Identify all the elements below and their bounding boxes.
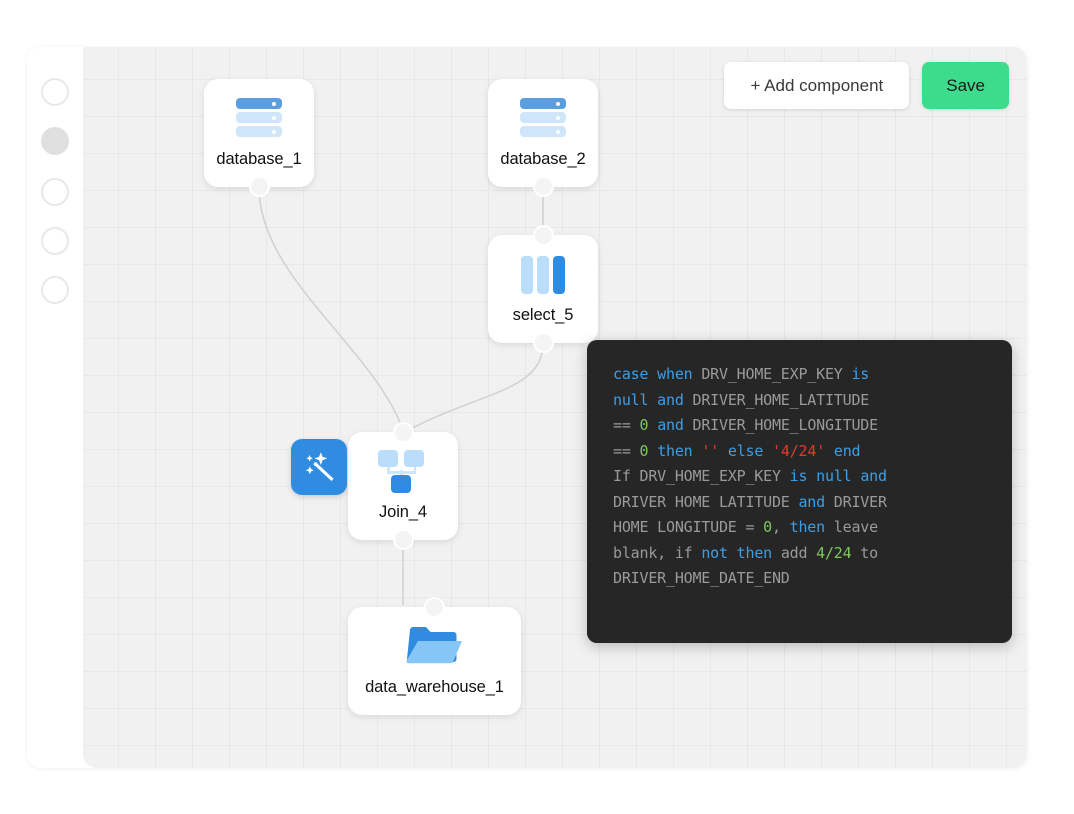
step-indicator-1[interactable] xyxy=(41,78,69,106)
node-input-port[interactable] xyxy=(392,422,414,443)
code-line: DRIVER_HOME_DATE_END xyxy=(613,569,790,587)
node-output-port[interactable] xyxy=(532,176,554,197)
code-line: HOME LONGITUDE = 0, then leave xyxy=(613,518,878,536)
code-content: case when DRV_HOME_EXP_KEY is null and DR… xyxy=(613,362,988,592)
code-tooltip: case when DRV_HOME_EXP_KEY is null and DR… xyxy=(587,340,1012,643)
code-line: blank, if not then add 4/24 to xyxy=(613,543,878,562)
node-label: Join_4 xyxy=(378,503,428,521)
code-line: == 0 and DRIVER_HOME_LONGITUDE xyxy=(613,416,878,434)
node-database_1[interactable]: database_1 xyxy=(204,79,314,197)
node-label: select_5 xyxy=(512,306,574,324)
select-columns-icon xyxy=(514,251,572,299)
node-label: data_warehouse_1 xyxy=(365,678,504,696)
step-rail xyxy=(27,47,83,768)
step-indicator-3[interactable] xyxy=(41,178,69,206)
step-indicator-2[interactable] xyxy=(41,127,69,155)
node-database_2[interactable]: database_2 xyxy=(488,79,598,197)
node-Join_4[interactable]: Join_4 xyxy=(348,422,458,550)
code-line: == 0 then '' else '4/24' end xyxy=(613,441,861,460)
database-icon xyxy=(514,95,572,143)
code-line: DRIVER HOME LATITUDE and DRIVER xyxy=(613,492,887,511)
magic-wand-badge[interactable] xyxy=(291,439,347,495)
code-line: null and DRIVER_HOME_LATITUDE xyxy=(613,390,870,409)
node-label: database_1 xyxy=(216,150,302,168)
step-indicator-4[interactable] xyxy=(41,227,69,255)
code-line: case when DRV_HOME_EXP_KEY is xyxy=(613,365,870,383)
magic-wand-icon xyxy=(305,452,334,481)
node-input-port[interactable] xyxy=(532,225,554,246)
node-data_warehouse_1[interactable]: data_warehouse_1 xyxy=(348,597,521,715)
edge-database1-join4 xyxy=(258,186,404,431)
pipeline-editor-panel: database_1 database_2 xyxy=(27,47,1027,768)
save-button[interactable]: Save xyxy=(922,62,1009,109)
code-line: If DRV_HOME_EXP_KEY is null and xyxy=(613,467,887,485)
node-output-port[interactable] xyxy=(248,176,270,197)
folder-icon xyxy=(405,623,464,671)
pipeline-canvas[interactable]: database_1 database_2 xyxy=(83,47,1027,768)
node-select_5[interactable]: select_5 xyxy=(488,225,598,353)
node-output-port[interactable] xyxy=(532,332,554,353)
canvas-toolbar: + Add component Save xyxy=(724,62,1009,109)
step-indicator-5[interactable] xyxy=(41,276,69,304)
join-icon xyxy=(374,448,432,496)
node-label: database_2 xyxy=(500,150,586,168)
add-component-button[interactable]: + Add component xyxy=(724,62,910,109)
node-output-port[interactable] xyxy=(392,529,414,550)
edge-select5-join4 xyxy=(404,342,544,433)
node-input-port[interactable] xyxy=(424,597,445,618)
database-icon xyxy=(230,95,288,143)
